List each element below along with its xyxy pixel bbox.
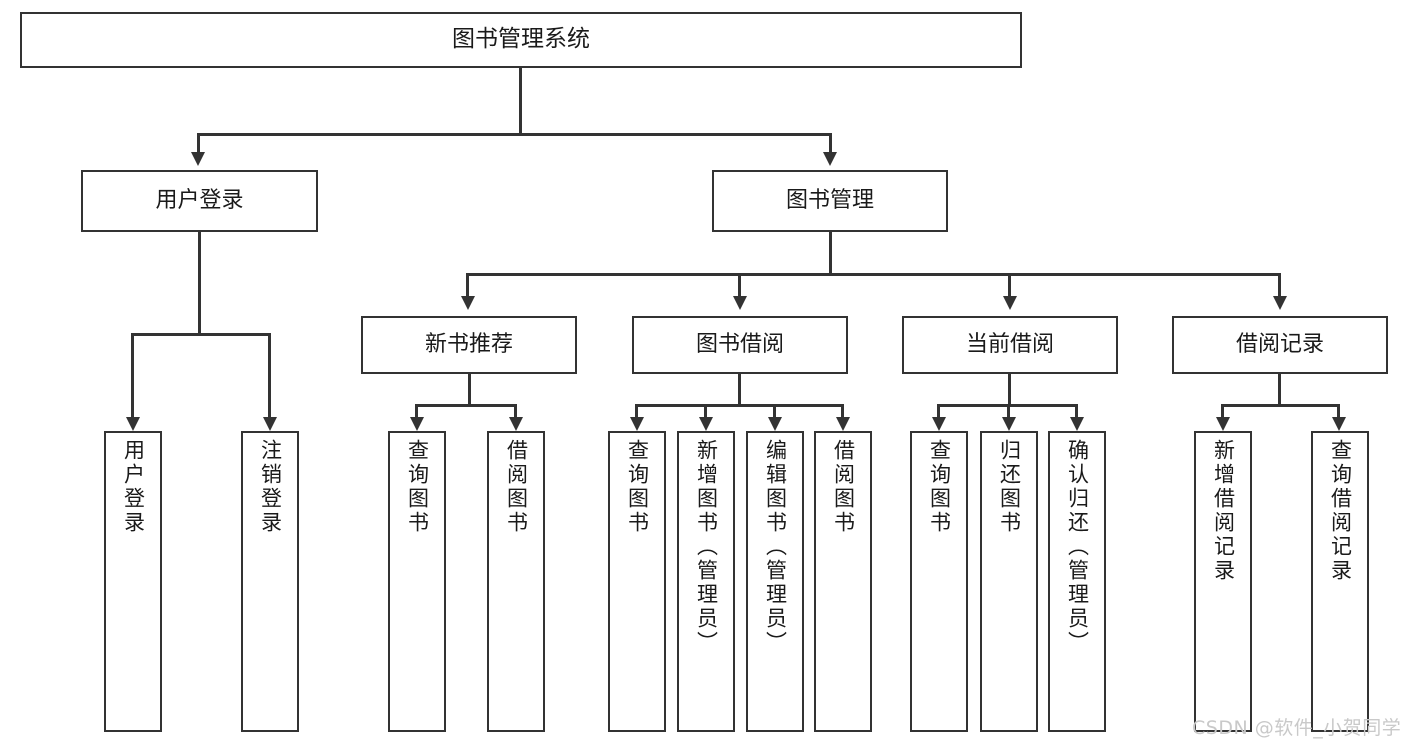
node-label: 图书管理 bbox=[785, 188, 874, 214]
connector-bb-to-leaf-2 bbox=[704, 404, 707, 418]
connector-bm-to-borrow-records bbox=[1278, 273, 1281, 297]
node-label: 用户登录 bbox=[121, 439, 146, 535]
watermark-csdn: CSDN @软件_小贺同学 bbox=[1192, 717, 1402, 739]
connector-br-bus bbox=[1221, 404, 1340, 407]
arrow-br-to-leaf-2 bbox=[1332, 417, 1346, 431]
arrow-user-login-to-leaf-1 bbox=[126, 417, 140, 431]
node-user-login[interactable]: 用户登录 bbox=[81, 170, 318, 232]
arrow-cb-to-leaf-3 bbox=[1070, 417, 1084, 431]
connector-bb-bus bbox=[635, 404, 843, 407]
node-borrow-records[interactable]: 借阅记录 bbox=[1172, 316, 1388, 374]
connector-cb-to-leaf-2 bbox=[1007, 404, 1010, 418]
connector-user-login-bus bbox=[131, 333, 269, 336]
leaf-nbr-borrow-books[interactable]: 借阅图书 bbox=[487, 431, 545, 732]
node-label: 当前借阅 bbox=[965, 332, 1054, 358]
arrow-user-login-to-leaf-2 bbox=[263, 417, 277, 431]
arrow-bb-to-leaf-4 bbox=[836, 417, 850, 431]
arrow-cb-to-leaf-2 bbox=[1002, 417, 1016, 431]
node-label: 查询图书 bbox=[405, 439, 430, 535]
node-label: 图书借阅 bbox=[695, 332, 784, 358]
arrow-bb-to-leaf-2 bbox=[699, 417, 713, 431]
node-current-borrow[interactable]: 当前借阅 bbox=[902, 316, 1118, 374]
leaf-br-query-record[interactable]: 查询借阅记录 bbox=[1311, 431, 1369, 732]
arrow-bm-to-book-borrow bbox=[733, 296, 747, 310]
node-label: 注销登录 bbox=[258, 439, 283, 535]
leaf-bb-edit-book-admin[interactable]: 编辑图书（管理员） bbox=[746, 431, 804, 732]
connector-br-to-leaf-2 bbox=[1337, 404, 1340, 418]
leaf-bb-add-book-admin[interactable]: 新增图书（管理员） bbox=[677, 431, 735, 732]
arrow-root-to-user-login bbox=[191, 152, 205, 166]
arrow-bb-to-leaf-1 bbox=[630, 417, 644, 431]
node-label: 确认归还（管理员） bbox=[1065, 439, 1090, 655]
leaf-user-login-logout[interactable]: 注销登录 bbox=[241, 431, 299, 732]
connector-user-login-stem bbox=[198, 232, 201, 335]
connector-bb-stem bbox=[738, 374, 741, 406]
node-label: 归还图书 bbox=[997, 439, 1022, 535]
node-label: 查询借阅记录 bbox=[1328, 439, 1353, 583]
node-label: 新书推荐 bbox=[424, 332, 513, 358]
connector-bm-to-current-borrow bbox=[1008, 273, 1011, 297]
connector-br-stem bbox=[1278, 374, 1281, 406]
connector-root-bus bbox=[197, 133, 831, 136]
node-label: 借阅记录 bbox=[1235, 332, 1324, 358]
node-label: 借阅图书 bbox=[831, 439, 856, 535]
connector-nbr-to-leaf-1 bbox=[415, 404, 418, 418]
arrow-bm-to-borrow-records bbox=[1273, 296, 1287, 310]
connector-root-to-user-login bbox=[197, 133, 200, 153]
leaf-cb-confirm-return-admin[interactable]: 确认归还（管理员） bbox=[1048, 431, 1106, 732]
leaf-bb-borrow-books[interactable]: 借阅图书 bbox=[814, 431, 872, 732]
node-label: 查询图书 bbox=[625, 439, 650, 535]
node-label: 查询图书 bbox=[927, 439, 952, 535]
connector-bb-to-leaf-1 bbox=[635, 404, 638, 418]
arrow-root-to-book-management bbox=[823, 152, 837, 166]
connector-cb-stem bbox=[1008, 374, 1011, 406]
connector-user-login-to-leaf-2 bbox=[268, 333, 271, 418]
node-label: 新增图书（管理员） bbox=[694, 439, 719, 655]
connector-cb-to-leaf-3 bbox=[1075, 404, 1078, 418]
connector-br-to-leaf-1 bbox=[1221, 404, 1224, 418]
node-root-book-management-system[interactable]: 图书管理系统 bbox=[20, 12, 1022, 68]
connector-user-login-to-leaf-1 bbox=[131, 333, 134, 418]
connector-root-to-book-management bbox=[829, 133, 832, 153]
arrow-bb-to-leaf-3 bbox=[768, 417, 782, 431]
arrow-nbr-to-leaf-2 bbox=[509, 417, 523, 431]
connector-nbr-stem bbox=[468, 374, 471, 406]
connector-bm-to-book-borrow bbox=[738, 273, 741, 297]
connector-nbr-to-leaf-2 bbox=[514, 404, 517, 418]
connector-cb-to-leaf-1 bbox=[937, 404, 940, 418]
node-label: 新增借阅记录 bbox=[1211, 439, 1236, 583]
connector-bb-to-leaf-3 bbox=[773, 404, 776, 418]
leaf-nbr-query-books[interactable]: 查询图书 bbox=[388, 431, 446, 732]
leaf-bb-query-books[interactable]: 查询图书 bbox=[608, 431, 666, 732]
leaf-user-login-login[interactable]: 用户登录 bbox=[104, 431, 162, 732]
connector-bm-to-new-book bbox=[466, 273, 469, 297]
arrow-cb-to-leaf-1 bbox=[932, 417, 946, 431]
connector-bb-to-leaf-4 bbox=[841, 404, 844, 418]
leaf-br-add-record[interactable]: 新增借阅记录 bbox=[1194, 431, 1252, 732]
node-label: 图书管理系统 bbox=[452, 26, 590, 53]
node-label: 编辑图书（管理员） bbox=[763, 439, 788, 655]
arrow-br-to-leaf-1 bbox=[1216, 417, 1230, 431]
connector-book-management-stem bbox=[829, 232, 832, 275]
connector-root-stem bbox=[519, 68, 522, 135]
node-label: 借阅图书 bbox=[504, 439, 529, 535]
node-book-management[interactable]: 图书管理 bbox=[712, 170, 948, 232]
leaf-cb-return-books[interactable]: 归还图书 bbox=[980, 431, 1038, 732]
arrow-bm-to-new-book bbox=[461, 296, 475, 310]
connector-nbr-bus bbox=[415, 404, 517, 407]
connector-book-management-bus bbox=[466, 273, 1280, 276]
node-book-borrow[interactable]: 图书借阅 bbox=[632, 316, 848, 374]
node-label: 用户登录 bbox=[155, 188, 244, 214]
arrow-nbr-to-leaf-1 bbox=[410, 417, 424, 431]
leaf-cb-query-books[interactable]: 查询图书 bbox=[910, 431, 968, 732]
arrow-bm-to-current-borrow bbox=[1003, 296, 1017, 310]
node-new-book-recommend[interactable]: 新书推荐 bbox=[361, 316, 577, 374]
